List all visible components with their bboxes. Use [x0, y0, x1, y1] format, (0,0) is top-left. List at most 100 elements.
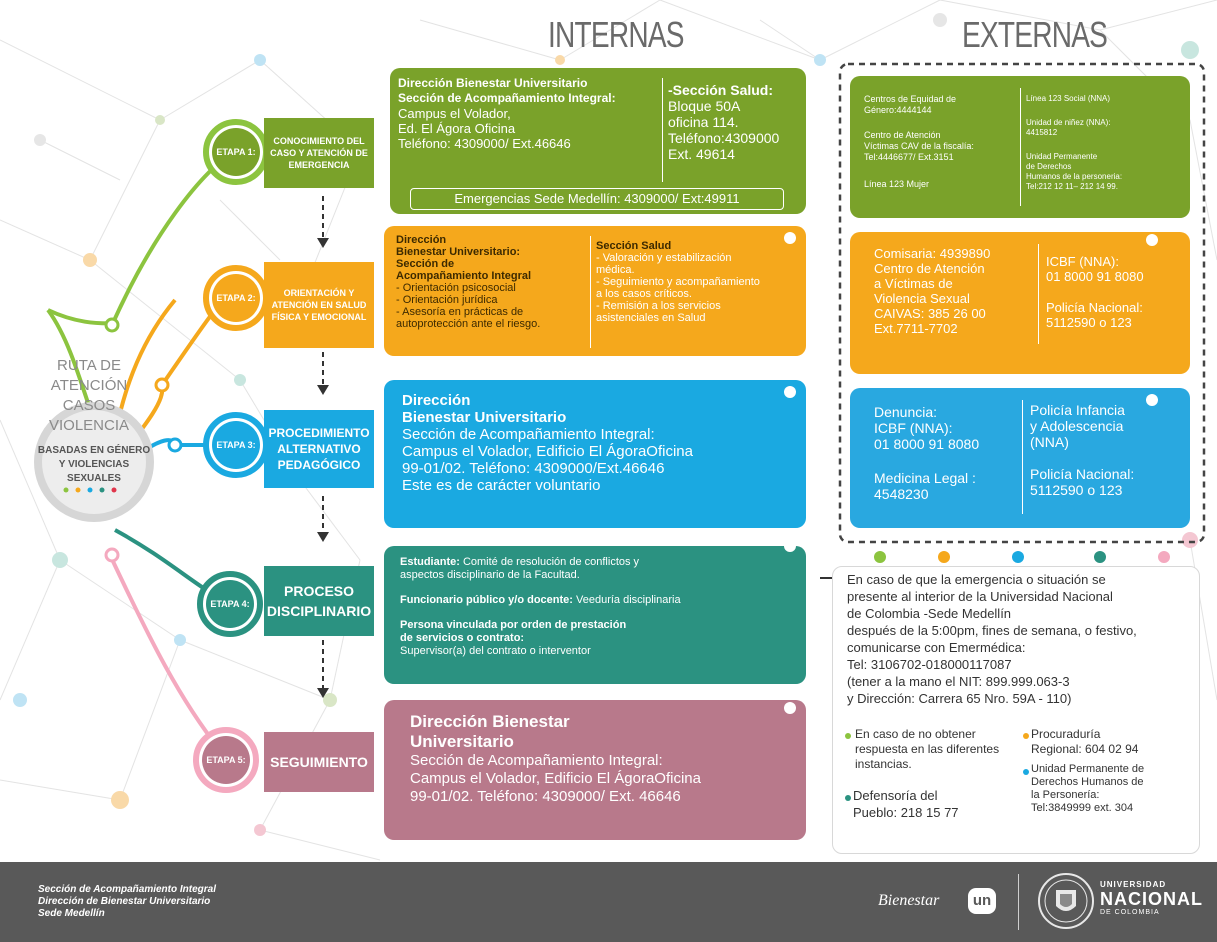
- ec2-l2: a Víctimas de: [874, 276, 953, 291]
- externas-card-3-left: Denuncia: ICBF (NNA): 01 8000 91 8080 Me…: [874, 404, 1024, 502]
- procuraduria-dot: [1023, 733, 1029, 739]
- ec3-r2: (NNA): [1030, 434, 1069, 450]
- internas-card-3-text: Dirección Bienestar Universitario Secció…: [402, 392, 798, 494]
- ic1-l3: Ed. El Ágora Oficina: [398, 121, 516, 136]
- en-l3: después de la 5:00pm, fines de semana, o…: [847, 623, 1137, 638]
- ec1-l1: Género:4444144: [864, 105, 932, 115]
- ic2-r0: Sección Salud: [596, 240, 672, 252]
- ic1-r0: -Sección Salud:: [668, 82, 774, 98]
- central-circle-label: BASADAS EN GÉNERO Y VIOLENCIAS SEXUALES: [34, 444, 154, 486]
- ic2-r4: a los casos críticos.: [596, 288, 692, 300]
- ic1-l2: Campus el Volador,: [398, 106, 511, 121]
- ec1-r2: 4415812: [1026, 128, 1058, 137]
- ec2-l4: CAIVAS: 385 26 00: [874, 306, 986, 321]
- emergency-note-main: En caso de que la emergencia o situación…: [847, 571, 1197, 707]
- ic1-r4: Ext. 49614: [668, 146, 735, 162]
- unal-line3: DE COLOMBIA: [1100, 909, 1160, 916]
- internas-card-1-dot: [784, 232, 796, 244]
- stage3-label: PROCEDIMIENTO ALTERNATIVO PEDAGÓGICO: [264, 410, 374, 488]
- un-l3: Tel:3849999 ext. 304: [1031, 802, 1134, 814]
- internas-card-2-divider: [590, 236, 591, 348]
- externas-card-1-divider: [1020, 88, 1021, 206]
- ec3-r4: 5112590 o 123: [1030, 482, 1123, 498]
- ic1-r1: Bloque 50A: [668, 98, 741, 114]
- internas-card-1-emergency: Emergencias Sede Medellín: 4309000/ Ext:…: [410, 188, 784, 210]
- internas-card-3: Dirección Bienestar Universitario Secció…: [384, 380, 806, 528]
- ec1-r5: Humanos de la personeria:: [1026, 172, 1123, 181]
- bienestar-logo: Bienestar: [878, 892, 939, 910]
- ec1-l3: Víctimas CAV de la fiscalía:: [864, 141, 974, 151]
- ic1-l0: Dirección Bienestar Universitario: [398, 76, 588, 90]
- na-l2: instancias.: [855, 757, 912, 771]
- unidad-text: Unidad Permanente de Derechos Humanos de…: [1031, 763, 1191, 815]
- ic4-p1-text: Comité de resolución de conflictos y: [459, 556, 640, 568]
- unal-line1: UNIVERSIDAD: [1100, 880, 1167, 889]
- stage5-badge: ETAPA 5:: [202, 736, 250, 784]
- un-l1: Derechos Humanos de: [1031, 776, 1144, 788]
- en-l6: (tener a la mano el NIT: 899.999.063-3: [847, 674, 1070, 689]
- route-title-line1: RUTA DE ATENCIÓN: [50, 357, 128, 394]
- externas-card-2-right: ICBF (NNA): 01 8000 91 8080 Policía Naci…: [1046, 254, 1186, 330]
- ec2-l5: Ext.7711-7702: [874, 321, 958, 336]
- ic4-p2: Funcionario público y/o docente: Veedurí…: [400, 594, 800, 607]
- bienestar-word: Bienestar: [878, 892, 940, 909]
- ic2-l5: - Orientación jurídica: [396, 294, 498, 306]
- ec1-r3: Unidad Permanente: [1026, 152, 1098, 161]
- shield-icon: [1038, 868, 1094, 934]
- internas-card-2-right: Sección Salud - Valoración y estabilizac…: [596, 240, 806, 324]
- ic5-l4: 99-01/02. Teléfono: 4309000/ Ext. 46646: [410, 788, 681, 805]
- ec2-r2: Policía Nacional:: [1046, 300, 1143, 315]
- ic2-l2: Sección de: [396, 258, 455, 270]
- route-title-line2: CASOS VIOLENCIA: [48, 397, 130, 434]
- ic5-l0: Dirección Bienestar: [410, 712, 570, 731]
- internas-card-1: Dirección Bienestar Universitario Secció…: [390, 68, 806, 214]
- ec1-l2: Centro de Atención: [864, 130, 941, 140]
- na-l0: En caso de no obtener: [855, 727, 976, 741]
- un-logo: un: [968, 888, 996, 914]
- ic2-r3: - Seguimiento y acompañamiento: [596, 276, 760, 288]
- internas-card-5: Dirección Bienestar Universitario Secció…: [384, 700, 806, 840]
- ic3-l3: Campus el Volador, Edificio El ÁgoraOfic…: [402, 443, 693, 460]
- ic4-p3-text: Supervisor(a) del contrato o interventor: [400, 645, 591, 657]
- internas-card-4-dot: [784, 702, 796, 714]
- ec3-l3: Medicina Legal :: [874, 470, 976, 486]
- ic2-r5: - Remisión a los servicios: [596, 300, 721, 312]
- footer-text: Sección de Acompañamiento Integral Direc…: [38, 884, 216, 920]
- internas-card-5-text: Dirección Bienestar Universitario Secció…: [410, 712, 800, 806]
- ec1-l0: Centros de Equidad de: [864, 94, 957, 104]
- ic2-l4: - Orientación psicosocial: [396, 282, 516, 294]
- logo-divider: [1018, 874, 1019, 930]
- externas-card-3-divider: [1022, 400, 1023, 514]
- ec1-r1: Unidad de niñez (NNA):: [1026, 118, 1111, 127]
- externas-card-1-left: Centros de Equidad de Género:4444144 Cen…: [864, 94, 1020, 190]
- externas-card-3-right: Policía Infancia y Adolescencia (NNA) Po…: [1030, 402, 1186, 498]
- ic3-l5: Este es de carácter voluntario: [402, 477, 601, 494]
- ic4-p3-bold1: Persona vinculada por orden de prestació…: [400, 619, 627, 631]
- un-l2: la Personería:: [1031, 789, 1100, 801]
- ec2-l1: Centro de Atención: [874, 261, 985, 276]
- heading-externas: EXTERNAS: [962, 14, 1108, 55]
- footer-line3: Sede Medellín: [38, 908, 105, 919]
- externas-card-1: Centros de Equidad de Género:4444144 Cen…: [850, 76, 1190, 218]
- footer-line2: Dirección de Bienestar Universitario: [38, 896, 211, 907]
- ec1-r0: Línea 123 Social (NNA): [1026, 94, 1111, 103]
- defensoria-text: Defensoría del Pueblo: 218 15 77: [853, 787, 1023, 821]
- ic1-l4: Teléfono: 4309000/ Ext.46646: [398, 136, 571, 151]
- procuraduria-text: Procuraduría Regional: 604 02 94: [1031, 727, 1191, 757]
- central-circle-line2: Y VIOLENCIAS SEXUALES: [58, 459, 130, 484]
- internas-card-4-text: Estudiante: Comité de resolución de conf…: [400, 556, 800, 658]
- en-l5: Tel: 3106702-018000117087: [847, 657, 1012, 672]
- ec1-l5: Línea 123 Mujer: [864, 179, 930, 189]
- externas-card-2: Comisaria: 4939890 Centro de Atención a …: [850, 232, 1190, 374]
- ic2-r6: asistenciales en Salud: [596, 312, 706, 324]
- ic3-l2: Sección de Acompañamiento Integral:: [402, 426, 655, 443]
- ec3-r3: Policía Nacional:: [1030, 466, 1135, 482]
- ic5-l3: Campus el Volador, Edificio El ÁgoraOfic…: [410, 770, 701, 787]
- defensoria-dot: [845, 795, 851, 801]
- central-circle-line1: BASADAS EN GÉNERO: [37, 445, 151, 456]
- ic2-l0: Dirección: [396, 234, 447, 246]
- ic3-l0: Dirección: [402, 392, 471, 409]
- externas-card-2-left: Comisaria: 4939890 Centro de Atención a …: [874, 246, 1034, 336]
- externas-card-2-dot: [1146, 394, 1158, 406]
- internas-card-2-dot: [784, 386, 796, 398]
